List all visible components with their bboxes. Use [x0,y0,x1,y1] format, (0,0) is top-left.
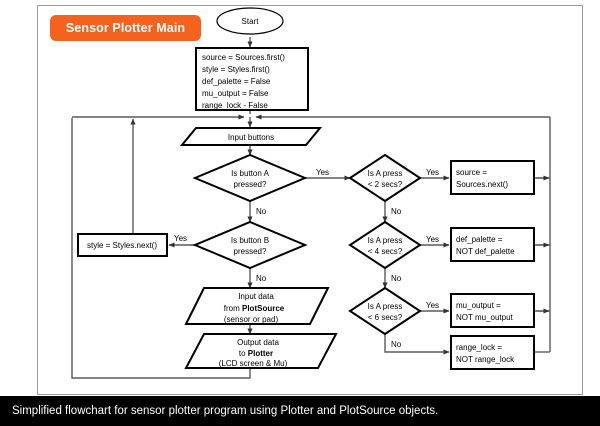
node-init-line2: style = Styles.first() [202,65,270,74]
node-decision-button-a-line2: pressed? [234,180,267,189]
node-output-data: Output data to Plotter (LCD screen & Mu) [184,333,338,369]
node-source-next-line2: Sources.next() [456,180,508,189]
node-input-data: Input data from PlotSource (sensor or pa… [184,287,330,325]
node-decision-button-b-line2: pressed? [234,247,267,256]
node-input-buttons: Input buttons [179,127,323,146]
node-decision-button-a-line1: Is button A [231,169,269,178]
node-init-line4: mu_output = False [202,89,269,98]
node-input-data-line3: (sensor or pad) [224,315,279,324]
edge-label-a4-yes: Yes [426,235,439,244]
figure-caption: Simplified flowchart for sensor plotter … [0,396,600,426]
node-def-palette-line2: NOT def_palette [456,247,515,256]
node-start: Start [216,7,284,35]
edge-label-btnA-no: No [256,207,267,216]
diagram-frame [37,5,583,395]
edge-a6-no [384,334,450,355]
node-decision-a-2secs: Is A press < 2 secs? [348,153,422,203]
node-decision-a-2secs-line1: Is A press [368,169,403,178]
flowchart-canvas: Start source = Sources.first() style = S… [71,7,551,379]
node-range-lock: range_lock = NOT range_lock [450,335,535,370]
node-style-next-label: style = Styles.next() [87,241,157,250]
title-badge: Sensor Plotter Main [50,15,201,41]
node-decision-button-b: Is button B pressed? [192,220,308,270]
node-range-lock-line1: range_lock = [456,343,502,352]
node-decision-a-4secs: Is A press < 4 secs? [348,220,422,270]
node-decision-a-6secs-line1: Is A press [368,302,403,311]
node-mu-output-line1: mu_output = [456,301,501,310]
edge-label-layer: Yes No Yes No Yes No Yes No Yes No [174,168,439,349]
node-mu-output: mu_output = NOT mu_output [450,293,535,328]
edge-label-a6-no: No [391,340,402,349]
edge-label-btnB-yes: Yes [174,234,187,243]
node-init-line3: def_palette = False [202,77,271,86]
node-decision-a-2secs-line2: < 2 secs? [368,180,403,189]
node-mu-output-line2: NOT mu_output [456,313,514,322]
node-decision-a-6secs-line2: < 6 secs? [368,313,403,322]
node-decision-a-4secs-line1: Is A press [368,236,403,245]
node-output-data-line3: (LCD screen & Mu) [219,359,288,368]
node-decision-a-6secs: Is A press < 6 secs? [348,286,422,336]
node-init-line1: source = Sources.first() [202,53,285,62]
node-decision-button-a: Is button A pressed? [192,153,308,203]
node-range-lock-line2: NOT range_lock [456,355,515,364]
node-def-palette-line1: def_palette = [456,235,503,244]
edge-label-btnA-yes: Yes [316,168,329,177]
edge-label-a2-no: No [391,207,402,216]
node-source-next-line1: source = [456,168,487,177]
edge-label-a6-yes: Yes [426,301,439,310]
node-init: source = Sources.first() style = Styles.… [195,47,309,111]
connector-layer [71,37,551,379]
edge-label-btnB-no: No [256,274,267,283]
edge-label-a2-yes: Yes [426,168,439,177]
edge-outer-loop [71,118,251,379]
node-def-palette: def_palette = NOT def_palette [450,227,535,262]
node-input-buttons-label: Input buttons [228,133,274,142]
node-output-data-line1: Output data [237,338,279,347]
node-input-data-line1: Input data [238,292,274,301]
node-init-line5: range_lock - False [202,101,268,110]
node-decision-button-b-line1: Is button B [231,236,269,245]
edge-label-a4-no: No [391,274,402,283]
node-output-data-line2: to Plotter [239,349,273,358]
node-start-label: Start [242,17,260,26]
node-source-next: source = Sources.next() [450,160,535,195]
node-input-data-line2: from PlotSource [224,304,285,313]
node-style-next: style = Styles.next() [77,233,168,257]
node-decision-a-4secs-line2: < 4 secs? [368,247,403,256]
